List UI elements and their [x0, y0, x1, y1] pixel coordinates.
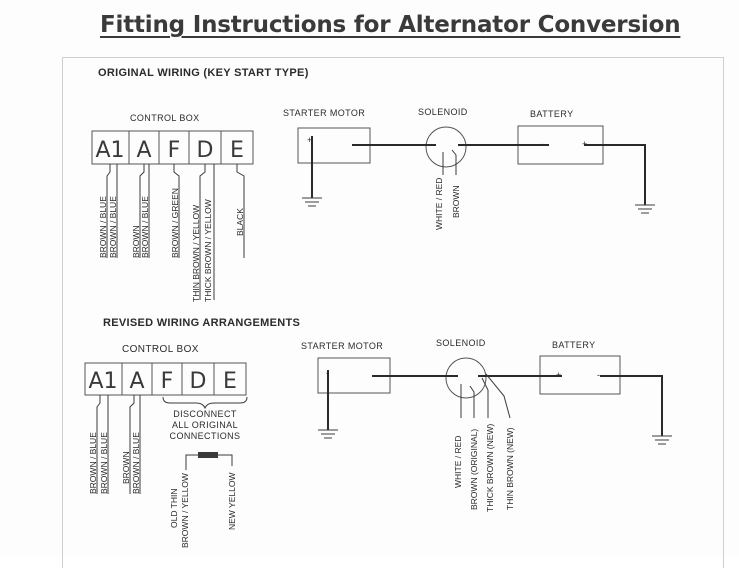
original-control-box-label: CONTROL BOX: [130, 113, 200, 123]
original-wire-label: BLACK: [235, 208, 245, 236]
original-wire-label: BROWN / BLUE: [98, 196, 108, 258]
page: Fitting Instructions for Alternator Conv…: [62, 12, 724, 568]
original-terminal-d: D: [197, 138, 214, 163]
disconnect-note-line: ALL ORIGINAL: [172, 420, 238, 430]
original-control-box: A1 A F D E: [91, 130, 254, 165]
original-terminal-f: F: [168, 138, 181, 163]
original-wire-label: BROWN / GREEN: [170, 188, 180, 258]
disconnect-note-line: DISCONNECT: [173, 409, 237, 419]
original-starter-motor-label: STARTER MOTOR: [283, 108, 365, 118]
original-wire-label: THICK BROWN / YELLOW: [203, 199, 213, 302]
revised-solenoid-wire-label: WHITE / RED: [453, 436, 463, 488]
revised-power-wiring: [318, 370, 672, 445]
original-wire-label: BROWN: [131, 225, 141, 258]
revised-heading: REVISED WIRING ARRANGEMENTS: [103, 317, 300, 329]
revised-control-box: A1 A F D E: [84, 362, 247, 396]
wiring-diagram: ORIGINAL WIRING (KEY START TYPE) CONTROL…: [84, 67, 672, 548]
diagram-frame: [62, 57, 724, 568]
original-power-wiring: [302, 136, 655, 214]
revised-solenoid-wire-label: THIN BROWN (NEW): [505, 427, 515, 510]
revised-wire-label: BROWN / BLUE: [88, 432, 98, 494]
revised-starter-motor-label: STARTER MOTOR: [301, 341, 383, 351]
page-title: Fitting Instructions for Alternator Conv…: [100, 12, 681, 38]
original-wire-label: THIN BROWN / YELLOW: [191, 205, 201, 302]
disconnect-note-line: CONNECTIONS: [170, 431, 241, 441]
new-yellow-wire-label: NEW YELLOW: [227, 473, 237, 530]
revised-terminal-box-e: [213, 362, 247, 396]
revised-control-box-label: CONTROL BOX: [122, 344, 199, 355]
revised-terminal-a: A: [129, 369, 144, 394]
original-wire-label: BROWN / BLUE: [108, 196, 118, 258]
revised-terminal-f: F: [161, 369, 174, 394]
revised-wire-label: BROWN / BLUE: [99, 432, 109, 494]
wire-connector: [185, 452, 233, 470]
revised-solenoid-wire-label: THICK BROWN (NEW): [485, 424, 495, 512]
old-thin-wire-label: OLD THIN: [169, 488, 179, 528]
original-battery-label: BATTERY: [530, 109, 573, 119]
revised-solenoid-wire-label: BROWN (ORIGINAL): [469, 429, 479, 510]
original-heading: ORIGINAL WIRING (KEY START TYPE): [98, 67, 309, 79]
original-wire-leads: [106, 164, 245, 300]
original-starter-plus: +: [307, 135, 313, 145]
original-solenoid-label: SOLENOID: [418, 107, 468, 117]
disconnect-brace: [162, 396, 248, 410]
revised-wire-label: BROWN / BLUE: [131, 432, 141, 494]
original-solenoid: [425, 126, 467, 168]
original-terminal-e: E: [230, 138, 244, 163]
original-wire-label: BROWN / BLUE: [140, 196, 150, 258]
original-solenoid-wire-label: BROWN: [451, 185, 461, 218]
revised-terminal-d: D: [190, 369, 207, 394]
revised-terminal-e: E: [223, 369, 237, 394]
revised-solenoid-label: SOLENOID: [436, 338, 486, 348]
revised-battery-label: BATTERY: [552, 340, 595, 350]
original-terminal-a: A: [136, 138, 151, 163]
original-solenoid-wire-label: WHITE / RED: [434, 178, 444, 230]
revised-wire-leads: [96, 395, 141, 494]
original-terminal-a1: A1: [95, 138, 124, 163]
revised-wire-label: BROWN: [121, 451, 131, 484]
revised-solenoid: [445, 357, 487, 399]
revised-battery-minus: -: [597, 370, 600, 380]
revised-terminal-a1: A1: [88, 369, 117, 394]
old-thin-wire-label: BROWN / YELLOW: [180, 473, 190, 548]
connector-block: [198, 452, 218, 458]
